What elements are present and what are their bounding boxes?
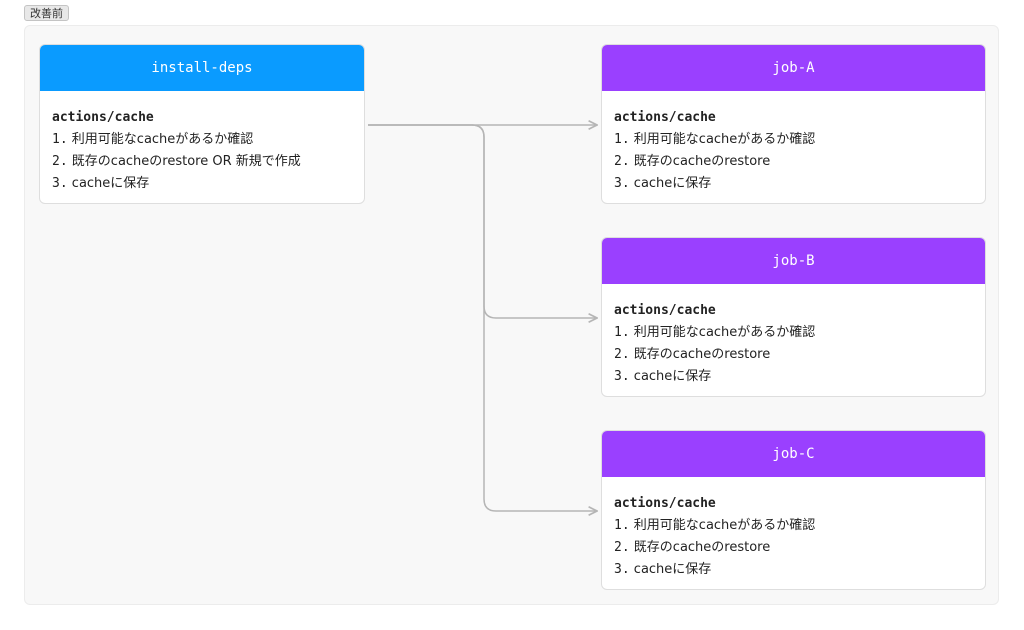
step-number: 2. [52, 154, 68, 169]
step-text: 既存のcacheのrestore OR 新規で作成 [71, 154, 301, 169]
edge-install-deps-to-job-b [368, 124, 597, 318]
step-3: 3. cacheに保存 [614, 559, 973, 581]
step-number: 3. [52, 176, 68, 191]
step-text: 既存のcacheのrestore [633, 154, 771, 169]
step-2: 2. 既存のcacheのrestore OR 新規で作成 [52, 151, 352, 173]
step-2: 2. 既存のcacheのrestore [614, 151, 973, 173]
step-number: 1. [52, 132, 68, 147]
node-body: actions/cache 1. 利用可能なcacheがあるか確認 2. 既存の… [40, 91, 364, 195]
step-3: 3. cacheに保存 [614, 366, 973, 388]
node-body-title: actions/cache [614, 303, 716, 318]
step-1: 1. 利用可能なcacheがあるか確認 [614, 322, 973, 344]
step-2: 2. 既存のcacheのrestore [614, 537, 973, 559]
node-body: actions/cache 1. 利用可能なcacheがあるか確認 2. 既存の… [602, 284, 985, 388]
diagram-label: 改善前 [24, 5, 69, 21]
step-text: cacheに保存 [71, 176, 150, 191]
step-number: 1. [614, 518, 630, 533]
step-number: 2. [614, 347, 630, 362]
step-text: 利用可能なcacheがあるか確認 [633, 132, 816, 147]
step-number: 1. [614, 325, 630, 340]
step-3: 3. cacheに保存 [614, 173, 973, 195]
step-text: 利用可能なcacheがあるか確認 [633, 518, 816, 533]
step-number: 2. [614, 154, 630, 169]
node-header: job-B [602, 238, 985, 284]
node-header: install-deps [40, 45, 364, 91]
step-number: 2. [614, 540, 630, 555]
node-body: actions/cache 1. 利用可能なcacheがあるか確認 2. 既存の… [602, 91, 985, 195]
node-body: actions/cache 1. 利用可能なcacheがあるか確認 2. 既存の… [602, 477, 985, 581]
step-text: 既存のcacheのrestore [633, 540, 771, 555]
node-job-a[interactable]: job-A actions/cache 1. 利用可能なcacheがあるか確認 … [601, 44, 986, 204]
node-body-title: actions/cache [614, 110, 716, 125]
step-number: 3. [614, 562, 630, 577]
step-number: 3. [614, 369, 630, 384]
step-number: 3. [614, 176, 630, 191]
node-install-deps[interactable]: install-deps actions/cache 1. 利用可能なcache… [39, 44, 365, 204]
node-job-c[interactable]: job-C actions/cache 1. 利用可能なcacheがあるか確認 … [601, 430, 986, 590]
step-text: cacheに保存 [633, 369, 712, 384]
node-body-title: actions/cache [614, 496, 716, 511]
node-header: job-A [602, 45, 985, 91]
step-text: cacheに保存 [633, 176, 712, 191]
step-text: 利用可能なcacheがあるか確認 [633, 325, 816, 340]
node-job-b[interactable]: job-B actions/cache 1. 利用可能なcacheがあるか確認 … [601, 237, 986, 397]
edge-install-deps-to-job-c [368, 124, 597, 511]
step-1: 1. 利用可能なcacheがあるか確認 [614, 129, 973, 151]
step-text: cacheに保存 [633, 562, 712, 577]
step-text: 利用可能なcacheがあるか確認 [71, 132, 254, 147]
step-text: 既存のcacheのrestore [633, 347, 771, 362]
step-2: 2. 既存のcacheのrestore [614, 344, 973, 366]
step-1: 1. 利用可能なcacheがあるか確認 [614, 515, 973, 537]
node-body-title: actions/cache [52, 110, 154, 125]
step-number: 1. [614, 132, 630, 147]
node-header: job-C [602, 431, 985, 477]
step-3: 3. cacheに保存 [52, 173, 352, 195]
step-1: 1. 利用可能なcacheがあるか確認 [52, 129, 352, 151]
